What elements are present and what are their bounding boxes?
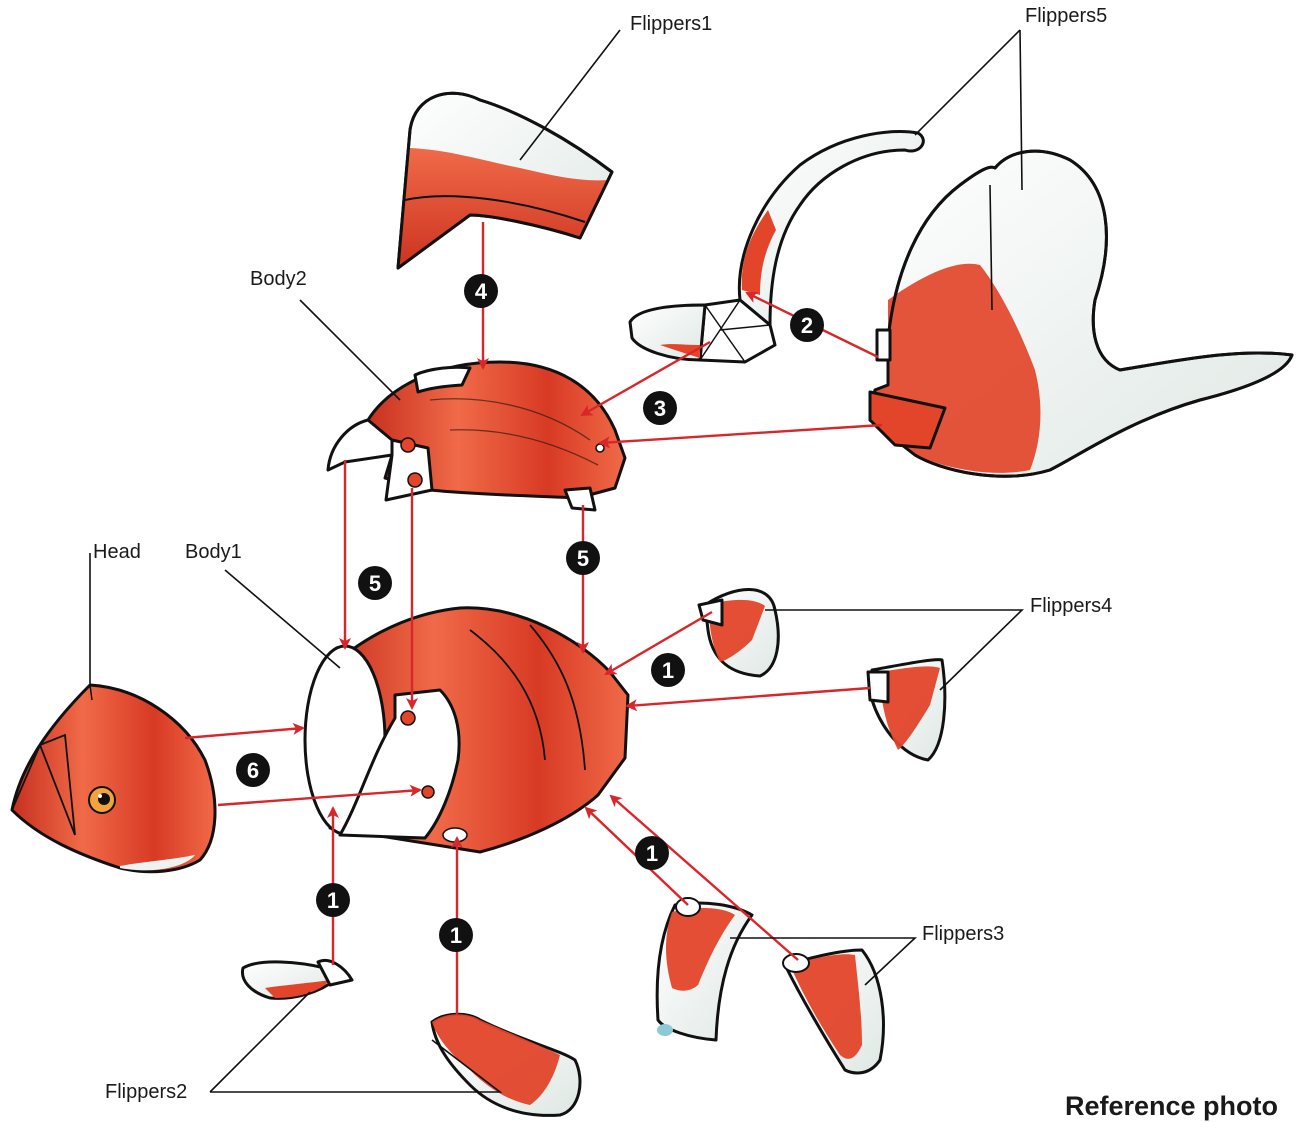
flippers1-part: [398, 93, 612, 268]
body1-part: [305, 608, 628, 852]
flippers3-part-left: [657, 898, 752, 1040]
label-flippers1: Flippers1: [630, 13, 712, 35]
arrow-head-to-body1-top: [185, 728, 303, 738]
step-badge-2: 2: [790, 308, 824, 342]
svg-text:1: 1: [662, 658, 674, 683]
flippers4-part-lower: [868, 660, 945, 760]
label-flippers3: Flippers3: [922, 923, 1004, 945]
step-badge-1-flippers4: 1: [651, 653, 685, 687]
svg-text:1: 1: [327, 888, 339, 913]
svg-text:1: 1: [450, 923, 462, 948]
step-badge-3: 3: [643, 391, 677, 425]
svg-text:1: 1: [646, 841, 658, 866]
label-head: Head: [93, 541, 141, 563]
svg-text:6: 6: [247, 758, 259, 783]
label-flippers5: Flippers5: [1025, 5, 1107, 27]
label-body1: Body1: [185, 541, 242, 563]
svg-text:3: 3: [654, 396, 666, 421]
step-badge-4: 4: [464, 274, 498, 308]
svg-text:5: 5: [577, 546, 589, 571]
arrow-flippers5large-to-body2: [600, 425, 882, 443]
arrow-flippers4-lower: [627, 688, 870, 706]
label-flippers4: Flippers4: [1030, 595, 1112, 617]
step-badge-5-left: 5: [358, 566, 392, 600]
label-flippers2: Flippers2: [105, 1081, 187, 1103]
reference-photo-caption: Reference photo: [1065, 1091, 1278, 1121]
svg-text:4: 4: [475, 279, 488, 304]
flippers4-part-upper: [699, 589, 778, 676]
svg-text:2: 2: [801, 313, 813, 338]
flippers3-part-right: [783, 950, 883, 1073]
step-badge-1-flippers3: 1: [635, 836, 669, 870]
step-badge-1-flippers2-right: 1: [439, 918, 473, 952]
step-badge-6: 6: [236, 753, 270, 787]
flippers5-small-part: [630, 132, 923, 362]
body2-part: [328, 362, 625, 510]
step-badge-1-flippers2-left: 1: [316, 883, 350, 917]
label-body2: Body2: [250, 268, 307, 290]
flippers2-part-left: [242, 960, 352, 998]
flippers2-part-right: [432, 1014, 580, 1115]
flippers5-large-part: [870, 151, 1292, 476]
step-badge-5-right: 5: [566, 541, 600, 575]
head-part: [12, 685, 215, 872]
svg-text:5: 5: [369, 571, 381, 596]
